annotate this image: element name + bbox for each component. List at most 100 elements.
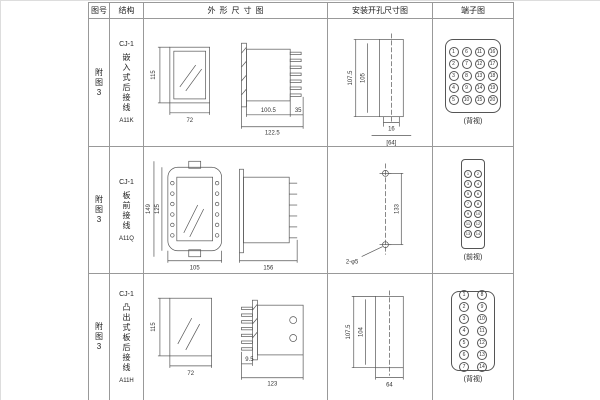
terminal-pin: 8 [477, 289, 487, 300]
figure-label: 附图3 [95, 67, 103, 97]
terminal-pin: 11 [477, 325, 487, 336]
terminal-pin: 8 [461, 71, 472, 81]
terminal-pin: 8 [474, 199, 482, 208]
dim-label: 104 [359, 326, 365, 337]
hole-note-label: 2-φ5 [346, 259, 359, 265]
terminal-pin: 16 [487, 47, 498, 57]
model-label: CJ-1 [119, 178, 134, 186]
terminal-pin: 9 [477, 301, 487, 312]
structure-code-label: A11Q [119, 235, 134, 242]
terminal-pin: 3 [459, 313, 469, 324]
terminal-pin: 1 [448, 47, 459, 57]
mounting-drawing-a11q: 133 2-φ5 [346, 162, 404, 265]
structure-cell-row1: CJ-1 嵌入式后接线 A11K [110, 19, 144, 147]
terminal-pin: 10 [477, 313, 487, 324]
terminal-pin: 12 [474, 59, 485, 69]
dim-label: 123 [267, 382, 278, 388]
terminal-pin: 7 [461, 59, 472, 69]
side-view: 9.5 123 [241, 299, 304, 388]
drill-holes: 133 2-φ5 [346, 162, 404, 265]
header-structure: 结构 [110, 3, 144, 19]
terminal-pin: 5 [464, 189, 472, 198]
terminal-pin: 2 [474, 169, 482, 178]
dim-label: 72 [187, 371, 194, 377]
terminal-pin: 14 [474, 83, 485, 93]
terminal-pin: 18 [487, 71, 498, 81]
terminal-pin: 6 [459, 349, 469, 360]
terminal-pin: 14 [474, 229, 482, 238]
model-label: CJ-1 [119, 290, 134, 298]
terminal-pin: 4 [474, 179, 482, 188]
outline-cell-row2: 149 125 105 156 [144, 147, 328, 274]
structure-code-label: A11K [119, 118, 134, 124]
dimension-table: 图号 结构 外形尺寸图 安装开孔尺寸图 端子图 附图3 CJ-1 嵌入式后接线 … [88, 2, 514, 400]
structure-type-label: 凸出式板后接线 [122, 302, 131, 372]
dim-label: 107.5 [348, 69, 354, 85]
terminal-view-label: (背视) [463, 375, 483, 383]
side-view: 100.5 35 122.5 [241, 42, 304, 136]
terminal-pin: 11 [464, 219, 472, 228]
header-mounting: 安装开孔尺寸图 [328, 3, 433, 19]
terminal-pin: 6 [461, 47, 472, 57]
header-figure: 图号 [89, 3, 110, 19]
dim-label: 125 [155, 203, 161, 214]
terminal-pin: 14 [477, 361, 487, 372]
terminal-pin: 1 [464, 169, 472, 178]
terminal-pin: 3 [448, 71, 459, 81]
dim-label: 156 [263, 265, 274, 271]
terminal-pin: 10 [461, 95, 472, 105]
dim-label: 72 [186, 117, 193, 123]
terminal-view-label: (前视) [463, 253, 483, 261]
structure-type-label: 板前接线 [122, 190, 131, 230]
dim-label: 16 [388, 126, 395, 132]
dim-label: 133 [394, 203, 400, 214]
front-view: 115 72 [151, 46, 210, 123]
dim-label: 115 [151, 69, 157, 79]
structure-type-label: 嵌入式后接线 [122, 53, 131, 112]
dim-label: 149 [146, 203, 152, 214]
dim-label: [64] [386, 140, 396, 146]
terminal-pin: 17 [487, 59, 498, 69]
structure-cell-row2: CJ-1 板前接线 A11Q [110, 147, 144, 274]
structure-cell-row3: CJ-1 凸出式板后接线 A11H [110, 274, 144, 400]
dim-label: 122.5 [265, 130, 281, 136]
terminal-pin: 19 [487, 83, 498, 93]
terminal-pin: 10 [474, 209, 482, 218]
header-outline: 外形尺寸图 [144, 3, 328, 19]
figure-cell-row3: 附图3 [89, 274, 110, 400]
terminal-pin: 13 [464, 229, 472, 238]
terminal-pin: 12 [474, 219, 482, 228]
panel-cutout: 107.5 104 64 [346, 290, 404, 389]
figure-cell-row1: 附图3 [89, 19, 110, 147]
model-label: CJ-1 [119, 41, 134, 48]
terminal-view-label: (背视) [463, 118, 483, 125]
terminal-pin: 4 [459, 325, 469, 336]
terminal-pin: 5 [448, 95, 459, 105]
outline-drawing-a11q: 149 125 105 156 [146, 160, 298, 271]
figure-cell-row2: 附图3 [89, 147, 110, 274]
terminal-pin: 7 [459, 361, 469, 372]
dim-label: 105 [190, 265, 201, 271]
dim-label: 9.5 [245, 357, 254, 363]
dim-label: 100.5 [261, 107, 277, 113]
dim-label: 64 [386, 383, 393, 389]
terminal-pin: 6 [474, 189, 482, 198]
front-view: 115 72 [151, 297, 212, 377]
terminal-pin: 7 [464, 199, 472, 208]
terminal-pin: 2 [459, 301, 469, 312]
dim-label: 35 [295, 107, 302, 113]
terminal-pin: 13 [474, 71, 485, 81]
dim-label: 107.5 [346, 324, 352, 340]
mounting-drawing-a11h: 107.5 104 64 [346, 290, 404, 389]
side-view: 156 [239, 168, 298, 271]
terminal-pin: 11 [474, 47, 485, 57]
terminal-pin: 3 [464, 179, 472, 188]
terminal-pin: 2 [448, 59, 459, 69]
terminal-pin: 15 [474, 95, 485, 105]
